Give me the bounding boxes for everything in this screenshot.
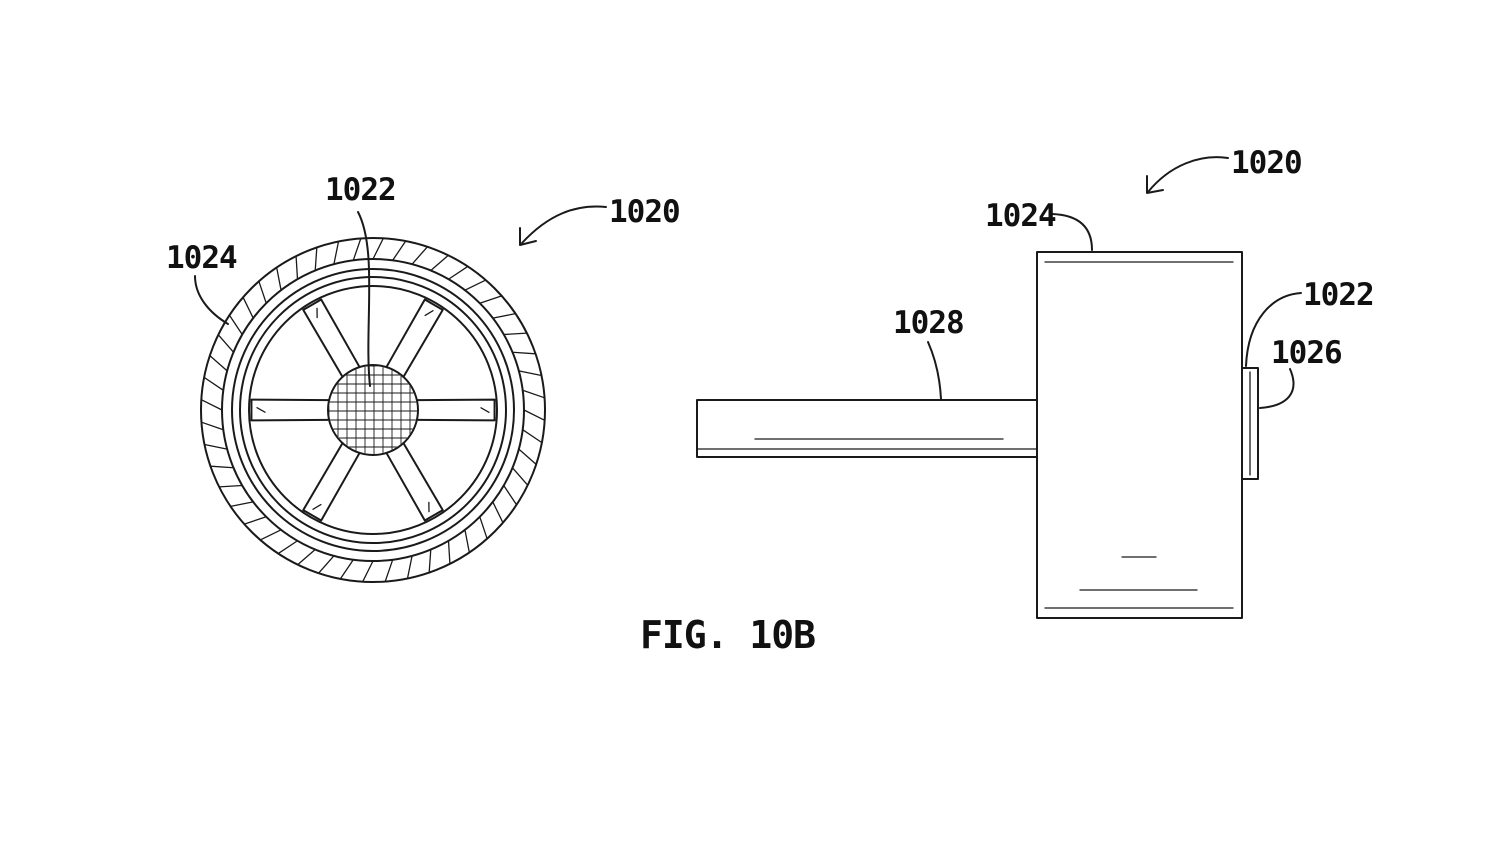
spoke bbox=[250, 398, 331, 422]
wheel-front-view: 1022 1024 1020 bbox=[166, 172, 681, 583]
tread-mark bbox=[406, 555, 413, 580]
leader-axle-side bbox=[927, 341, 942, 400]
tread-mark bbox=[295, 255, 299, 280]
tread-mark bbox=[392, 240, 407, 261]
tread-mark bbox=[209, 465, 235, 469]
leader-cap-side bbox=[1259, 368, 1295, 409]
leader-tire-side bbox=[1051, 213, 1093, 251]
tread-mark bbox=[511, 467, 529, 486]
tread-mark bbox=[447, 540, 451, 565]
tread-mark bbox=[430, 254, 449, 272]
tread-mark bbox=[492, 313, 517, 319]
tread-mark bbox=[518, 448, 537, 466]
tread-mark bbox=[333, 240, 340, 265]
tread-mark bbox=[522, 389, 546, 399]
spoke-detail bbox=[312, 503, 322, 510]
tread-mark bbox=[217, 334, 235, 353]
tread-mark bbox=[492, 501, 504, 524]
figure-label: FIG. 10B bbox=[640, 613, 815, 657]
tread-mark bbox=[276, 266, 282, 291]
tread-mark bbox=[200, 399, 223, 411]
tire-front bbox=[200, 237, 546, 583]
arrow-assembly-front bbox=[521, 205, 607, 244]
label-assembly-side: 1020 bbox=[1231, 145, 1302, 181]
tread-mark bbox=[203, 443, 228, 450]
tread-mark bbox=[503, 332, 528, 336]
tread-mark bbox=[317, 555, 335, 574]
spoke bbox=[415, 398, 496, 422]
tread-mark bbox=[259, 529, 282, 541]
arrow-assembly-side bbox=[1147, 156, 1229, 193]
spoke-detail bbox=[480, 407, 490, 413]
arrowhead-assembly-front bbox=[519, 227, 537, 246]
tread-mark bbox=[297, 548, 316, 566]
rim-front bbox=[231, 268, 515, 552]
tread-mark bbox=[218, 484, 243, 488]
tread-mark bbox=[277, 540, 299, 555]
leader-tire-front bbox=[194, 275, 229, 325]
hub-front bbox=[327, 364, 419, 456]
tread-mark bbox=[209, 354, 228, 372]
spoke bbox=[385, 298, 444, 378]
spoke-detail bbox=[424, 310, 434, 317]
tread-mark bbox=[428, 548, 432, 574]
tread-mark bbox=[229, 501, 254, 507]
tread-mark bbox=[314, 246, 318, 272]
arrowhead-assembly-side bbox=[1146, 175, 1164, 194]
axle-side bbox=[696, 399, 1038, 458]
tread-mark bbox=[352, 237, 362, 261]
label-hub-front: 1022 bbox=[325, 172, 396, 208]
label-hub-side: 1022 bbox=[1303, 277, 1374, 313]
tire-side bbox=[1036, 251, 1243, 619]
spoke-detail bbox=[256, 407, 266, 413]
wheel-spokes bbox=[250, 298, 496, 522]
hub-cap-side bbox=[1241, 367, 1259, 480]
tread-mark bbox=[411, 246, 429, 265]
tread-mark bbox=[464, 529, 470, 554]
tread-mark bbox=[522, 429, 543, 444]
wheel-side-view: 1028 1024 1022 1026 1020 bbox=[696, 145, 1375, 619]
tread-mark bbox=[243, 516, 267, 525]
tread-mark bbox=[384, 559, 394, 583]
tread-mark bbox=[362, 560, 374, 583]
tread-mark bbox=[464, 279, 487, 291]
tread-mark bbox=[518, 370, 543, 377]
tread-mark bbox=[200, 421, 224, 431]
label-cap-side: 1026 bbox=[1271, 335, 1342, 371]
spoke bbox=[385, 442, 444, 522]
tire-tread-marks bbox=[200, 237, 546, 583]
spoke bbox=[302, 442, 361, 522]
tread-mark bbox=[523, 409, 546, 421]
tread-mark bbox=[242, 296, 254, 319]
spoke bbox=[302, 298, 361, 378]
tread-mark bbox=[479, 516, 488, 540]
label-tire-side: 1024 bbox=[985, 198, 1056, 234]
tread-mark bbox=[447, 265, 469, 280]
tread-mark bbox=[372, 237, 384, 260]
tread-mark bbox=[258, 280, 267, 304]
label-tire-front: 1024 bbox=[166, 240, 237, 276]
label-assembly-front: 1020 bbox=[609, 194, 680, 230]
tread-mark bbox=[479, 295, 503, 304]
leader-hub-front bbox=[357, 211, 371, 387]
hub-mesh-pattern bbox=[329, 366, 417, 454]
hub-mesh bbox=[329, 366, 417, 454]
tread-mark bbox=[511, 351, 537, 355]
tread-mark bbox=[203, 376, 224, 391]
label-axle-side: 1028 bbox=[893, 305, 964, 341]
tread-mark bbox=[228, 314, 243, 336]
tread-mark bbox=[503, 484, 518, 506]
tread-mark bbox=[339, 559, 354, 580]
leader-hub-side bbox=[1245, 292, 1302, 367]
